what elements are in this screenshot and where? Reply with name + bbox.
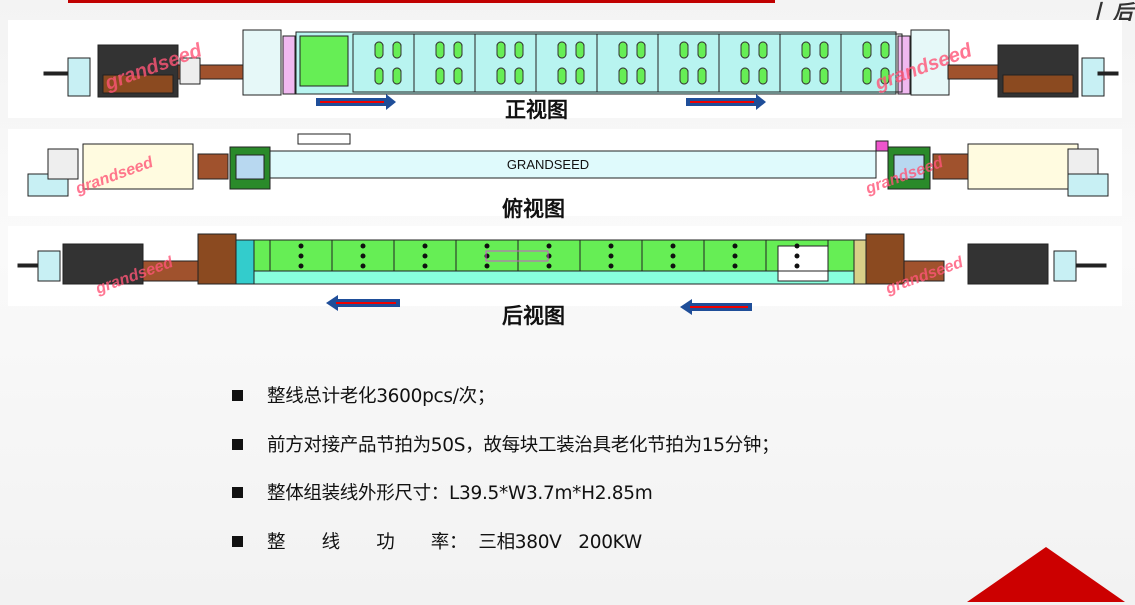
oven-module	[880, 67, 890, 85]
oven-module	[514, 67, 524, 85]
oven-module	[392, 67, 402, 85]
oven-module	[679, 67, 689, 85]
oven-module	[880, 41, 890, 59]
oven-module	[484, 253, 490, 259]
oven-module	[546, 253, 552, 259]
top-view-label: 俯视图	[502, 197, 565, 221]
oven-module	[360, 253, 366, 259]
oven-module	[801, 67, 811, 85]
front-view-label: 正视图	[505, 98, 568, 122]
oven-module	[484, 243, 490, 249]
oven-module	[801, 41, 811, 59]
oven-module	[575, 41, 585, 59]
bullet-square-icon	[232, 487, 243, 498]
oven-module	[422, 243, 428, 249]
oven-module	[608, 243, 614, 249]
oven-module	[636, 41, 646, 59]
oven-module	[679, 41, 689, 59]
oven-module	[862, 67, 872, 85]
oven-module	[360, 263, 366, 269]
oven-module	[758, 41, 768, 59]
oven-module	[514, 41, 524, 59]
oven-module	[732, 243, 738, 249]
oven-module	[794, 243, 800, 249]
oven-module	[496, 67, 506, 85]
top-view-banner: GRANDSEED	[507, 157, 589, 172]
oven-module	[484, 263, 490, 269]
bullet-square-icon	[232, 390, 243, 401]
spec-item: 整 线 功 率： 三相380V 200KW	[232, 528, 779, 577]
oven-module	[840, 33, 903, 93]
oven-module	[557, 41, 567, 59]
oven-module	[298, 243, 304, 249]
oven-module	[670, 263, 676, 269]
header-corner-text: 丨 后	[1087, 2, 1133, 24]
oven-module	[422, 263, 428, 269]
oven-module	[496, 41, 506, 59]
front-view-panel: grandseed grandseed 正视图	[8, 20, 1122, 122]
direction-arrow-right-icon	[316, 94, 396, 110]
oven-module	[435, 41, 445, 59]
back-view-label: 后视图	[502, 304, 565, 328]
oven-module	[740, 41, 750, 59]
oven-module	[670, 253, 676, 259]
back-view-diagram: grandseed grandseed	[17, 233, 1107, 298]
front-view-diagram: grandseed grandseed	[43, 29, 1119, 110]
top-view-diagram: GRANDSEED grandseed grandseed	[27, 133, 1109, 198]
back-view-panel: grandseed grandseed 后视图	[8, 226, 1122, 328]
oven-module	[453, 67, 463, 85]
oven-module	[819, 41, 829, 59]
direction-arrow-left-icon	[680, 299, 752, 315]
oven-module	[794, 253, 800, 259]
decorative-red-triangle	[967, 547, 1125, 602]
oven-module	[453, 41, 463, 59]
oven-module	[697, 67, 707, 85]
oven-module	[732, 253, 738, 259]
spec-item: 整体组装线外形尺寸：L39.5*W3.7m*H2.85m	[232, 479, 779, 528]
oven-module	[392, 41, 402, 59]
header-accent-line	[68, 0, 775, 3]
spec-item: 前方对接产品节拍为50S，故每块工装治具老化节拍为15分钟；	[232, 431, 780, 480]
oven-module	[862, 41, 872, 59]
oven-module	[374, 67, 384, 85]
bullet-square-icon	[232, 535, 243, 547]
oven-module	[758, 67, 768, 85]
oven-module	[618, 67, 628, 85]
oven-module	[546, 243, 552, 249]
oven-module	[298, 253, 304, 259]
top-view-panel: GRANDSEED grandseed grandseed 俯视图	[8, 129, 1122, 221]
bullet-square-icon	[232, 438, 243, 450]
highlight-box	[485, 250, 549, 262]
direction-arrow-left-icon	[326, 295, 400, 311]
oven-module	[618, 41, 628, 59]
oven-module	[765, 239, 829, 272]
oven-module	[608, 263, 614, 269]
oven-module	[670, 243, 676, 249]
direction-arrow-right-icon	[686, 94, 766, 110]
spec-list: 整线总计老化3600pcs/次； 前方对接产品节拍为50S，故每块工装治具老化节…	[232, 382, 780, 577]
oven-module	[794, 263, 800, 269]
back-view-arrows	[326, 295, 752, 315]
oven-module	[740, 67, 750, 85]
oven-module	[374, 41, 384, 59]
spec-item: 整线总计老化3600pcs/次；	[232, 382, 779, 431]
oven-module	[819, 67, 829, 85]
oven-module	[697, 41, 707, 59]
oven-module	[546, 263, 552, 269]
oven-module	[732, 263, 738, 269]
oven-module	[557, 67, 567, 85]
oven-module	[636, 67, 646, 85]
oven-module	[422, 253, 428, 259]
oven-module	[575, 67, 585, 85]
oven-module	[608, 253, 614, 259]
oven-module	[360, 243, 366, 249]
oven-module	[298, 263, 304, 269]
oven-module	[435, 67, 445, 85]
